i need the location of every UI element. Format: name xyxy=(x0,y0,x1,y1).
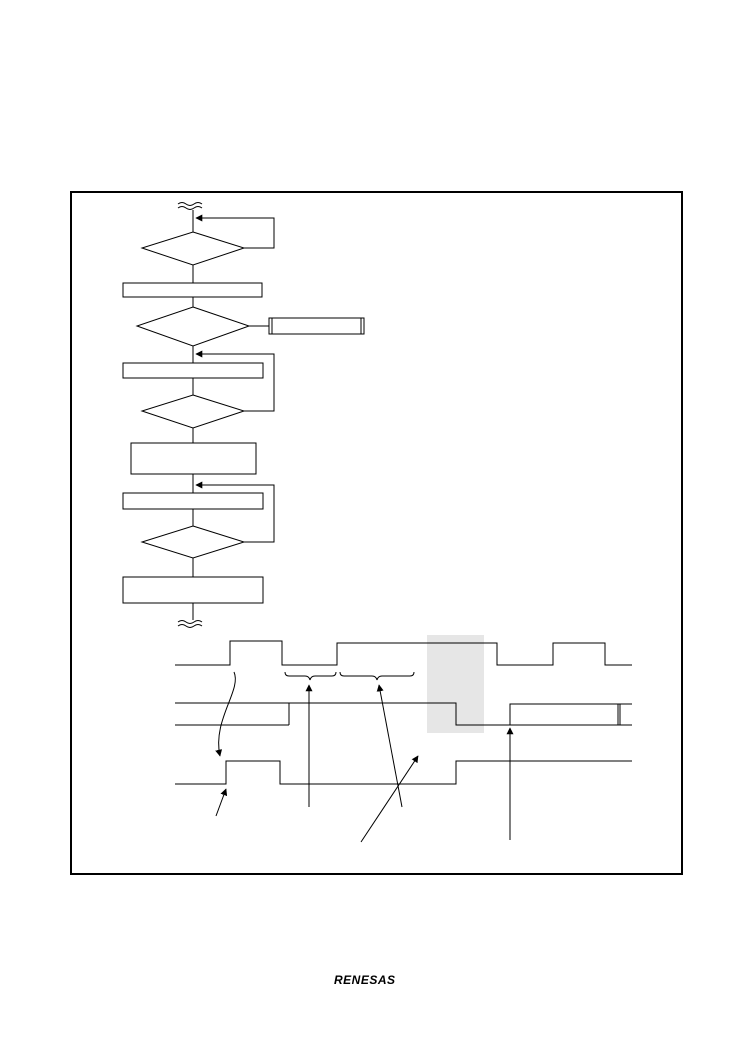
loop-arrow-4 xyxy=(195,481,275,543)
flow-break-bottom xyxy=(177,620,203,628)
renesas-logo: RENESAS xyxy=(334,973,396,987)
subprocess-box xyxy=(268,317,365,335)
waveform-2-top xyxy=(175,702,290,725)
process-box-1 xyxy=(122,282,263,298)
waveform-3 xyxy=(175,760,632,785)
pointer-arrow-4 xyxy=(360,755,419,843)
process-box-4 xyxy=(122,492,264,510)
flow-break-top xyxy=(177,202,203,210)
process-box-5 xyxy=(122,576,264,604)
brace-2 xyxy=(339,671,415,681)
loop-arrow-3 xyxy=(195,350,275,412)
process-box-3 xyxy=(130,442,257,475)
brace-1 xyxy=(284,671,337,681)
loop-arrow-1 xyxy=(195,214,275,249)
decision-2 xyxy=(135,306,251,347)
timing-diagram xyxy=(175,635,632,843)
waveform-1 xyxy=(175,640,632,666)
decision-1 xyxy=(140,231,246,266)
flowchart xyxy=(122,202,365,628)
decision-4 xyxy=(140,525,246,559)
decision-3 xyxy=(140,394,246,429)
figure-frame xyxy=(70,191,683,875)
process-box-2 xyxy=(122,362,264,379)
pointer-arrow-1 xyxy=(215,788,228,817)
causal-arrow xyxy=(215,671,236,757)
